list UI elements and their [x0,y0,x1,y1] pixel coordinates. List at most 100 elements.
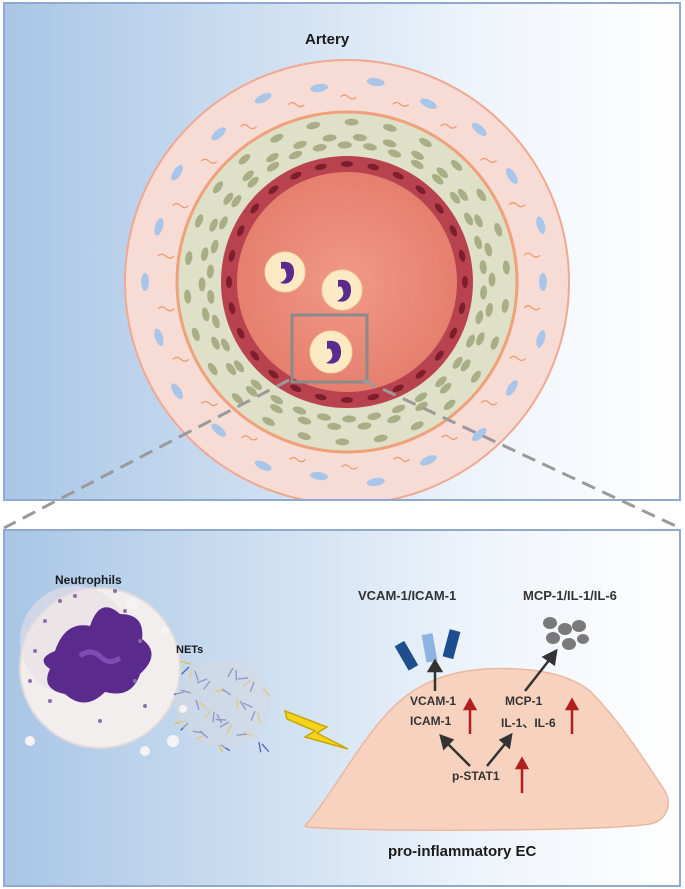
nets-label: NETs [176,644,204,656]
net-strand [217,742,224,753]
neutrophil-cell [19,586,181,749]
collagen-fiber [200,158,218,164]
smooth-muscle-cell [457,188,468,201]
net-strand [194,670,199,682]
smooth-muscle-cell [266,161,280,172]
vcam-label: VCAM-1 [410,694,457,708]
endothelial-nucleus [250,203,260,214]
net-strand [181,666,190,675]
endothelial-nucleus [268,185,279,195]
smooth-muscle-cell [383,123,397,132]
smooth-muscle-cell [474,214,483,228]
net-strand [197,678,208,684]
smooth-muscle-cell [293,140,307,149]
fibroblast [539,273,547,291]
collagen-fiber [340,94,357,100]
granule [138,639,142,643]
neutrophils-label: Neutrophils [55,573,122,587]
endothelial-nucleus [341,397,353,403]
smooth-muscle-cell [352,134,367,142]
collagen-fiber [523,252,541,258]
artery-cross-section [124,59,570,499]
fibroblast [505,168,518,184]
smooth-muscle-cell [184,289,192,304]
nets-fibers [173,658,271,753]
smooth-muscle-cell [449,191,461,204]
smooth-muscle-cell [460,359,471,372]
smooth-muscle-cell [494,222,503,237]
smooth-muscle-cell [450,159,463,171]
pstat1-label: p-STAT1 [452,769,500,783]
neutrophil-3 [309,330,353,374]
granule [143,704,147,708]
net-strand [180,689,192,694]
net-strand [212,711,215,723]
endothelial-nucleus [462,276,468,288]
smooth-muscle-cell [327,422,342,430]
net-strand [180,722,189,731]
endothelial-nucleus [250,350,260,361]
endothelial-nucleus [392,171,404,180]
smooth-muscle-cell [411,150,424,160]
fibroblast [536,330,546,348]
granule [113,589,117,593]
smooth-muscle-cell [317,413,331,421]
granule [28,679,32,683]
granule [33,649,37,653]
net-strand [204,709,212,719]
endothelial-nucleus [434,203,444,214]
smooth-muscle-cell [207,289,215,304]
fibroblast [211,127,226,141]
fibroblast [310,471,329,481]
net-strand [249,681,255,693]
collagen-fiber [172,356,190,362]
net-strand [237,677,249,680]
smooth-muscle-cell [206,264,214,279]
net-cloud [175,658,271,748]
smooth-muscle-cell [223,192,234,205]
smooth-muscle-cell [266,152,279,163]
smooth-muscle-cell [475,310,484,325]
detail-panel: Neutrophils NETs VCAM-1/ICAM-1 MCP-1/IL-… [3,529,681,887]
smooth-muscle-cell [209,218,218,232]
net-strand [257,712,261,724]
net-strand [250,710,256,721]
smooth-muscle-cell [194,214,204,228]
granule [43,619,47,623]
smooth-muscle-cell [247,176,259,188]
cytokines-label: MCP-1/IL-1/IL-6 [523,588,617,603]
fibroblast [536,216,546,234]
collagen-fiber [287,102,305,108]
smooth-muscle-cell [480,285,488,300]
smooth-muscle-cell [207,362,218,376]
endothelial-nucleus [449,225,458,237]
cytokine-particles [543,617,589,650]
smooth-muscle-cell [344,118,359,126]
smooth-muscle-cell [312,144,327,152]
smooth-muscle-cell [201,307,210,322]
smooth-muscle-cell [466,334,475,348]
smooth-muscle-cell [476,332,485,346]
net-strand [236,733,248,736]
collagen-fiber [480,157,497,164]
net-strand [258,741,262,753]
il-label: IL-1、IL-6 [501,716,556,730]
detail-illustration [19,586,669,831]
endothelial-nucleus [228,249,236,262]
smooth-muscle-cell [238,153,251,165]
smooth-muscle-cell [387,149,402,158]
net-strand [173,691,185,696]
net-strand [188,668,193,680]
smooth-muscle-cell [288,150,303,160]
signaling-arrows [426,648,558,767]
smooth-muscle-cell [213,181,224,194]
artery-title: Artery [305,31,350,48]
smooth-muscle-cell [297,416,312,425]
fibroblast [254,93,272,104]
fibroblast [154,328,164,346]
smooth-muscle-cell [464,212,474,226]
smooth-muscle-cell [220,338,230,352]
endothelial-nucleus [228,302,236,315]
net-strand [262,687,271,697]
endothelial-nucleus [367,163,380,171]
